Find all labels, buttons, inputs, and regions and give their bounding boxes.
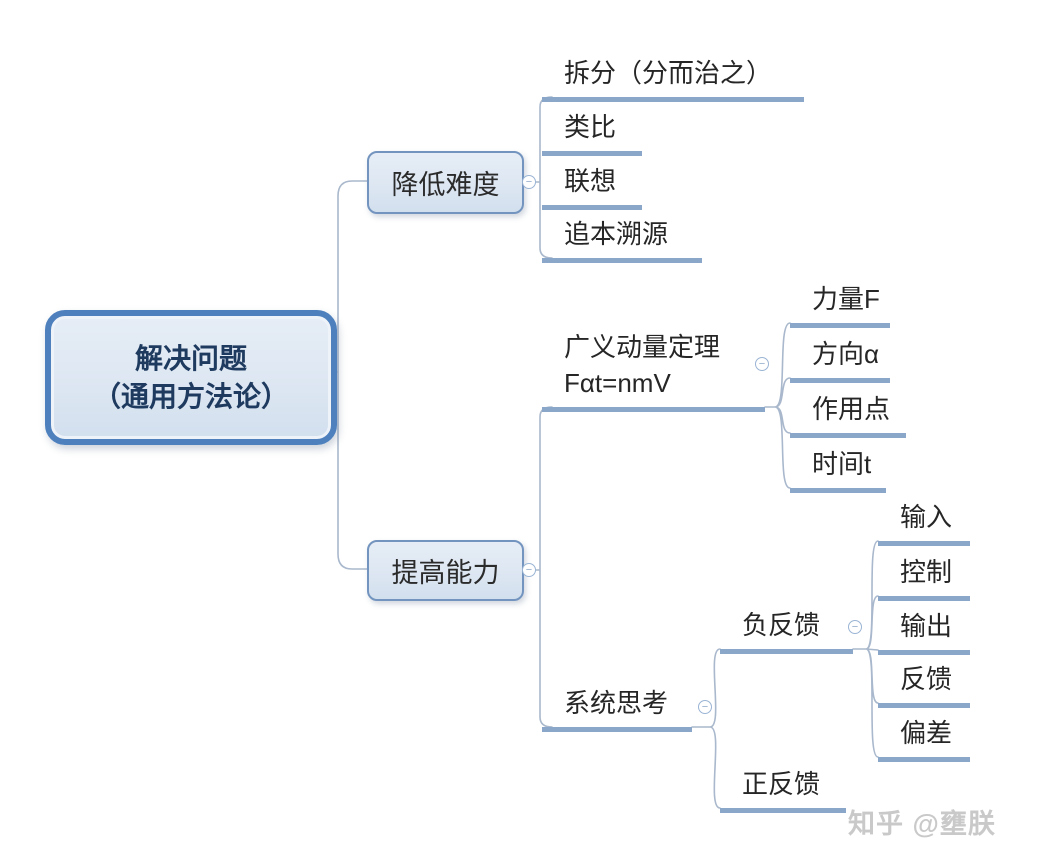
root-node[interactable]: 解决问题 （通用方法论） bbox=[45, 310, 337, 445]
node-input[interactable]: 输入 bbox=[878, 499, 970, 546]
node-force-f[interactable]: 力量F bbox=[790, 281, 890, 328]
node-association[interactable]: 联想 bbox=[542, 163, 642, 210]
node-trace-to-source[interactable]: 追本溯源 bbox=[542, 216, 702, 263]
connector-momentum-children bbox=[764, 322, 791, 489]
node-generalized-momentum-theorem[interactable]: 广义动量定理 Fαt=nmV bbox=[542, 329, 765, 412]
node-improve-ability[interactable]: 提高能力 bbox=[367, 540, 524, 601]
root-label-line2: （通用方法论） bbox=[92, 380, 289, 412]
node-systems-thinking[interactable]: 系统思考 bbox=[542, 685, 692, 732]
node-output[interactable]: 输出 bbox=[878, 608, 970, 655]
connector-negfb-children bbox=[852, 540, 879, 758]
root-label-line1: 解决问题 bbox=[134, 342, 247, 374]
node-deviation[interactable]: 偏差 bbox=[878, 715, 970, 762]
node-direction-alpha[interactable]: 方向α bbox=[790, 336, 890, 383]
node-feedback[interactable]: 反馈 bbox=[878, 661, 970, 708]
momentum-label-line1: 广义动量定理 bbox=[564, 332, 721, 362]
node-positive-feedback[interactable]: 正反馈 bbox=[720, 766, 846, 813]
node-reduce-difficulty[interactable]: 降低难度 bbox=[367, 151, 524, 214]
node-split-divide-and-conquer[interactable]: 拆分（分而治之） bbox=[542, 55, 804, 102]
node-control[interactable]: 控制 bbox=[878, 554, 970, 601]
node-application-point[interactable]: 作用点 bbox=[790, 391, 906, 438]
connector-improve-children bbox=[535, 406, 553, 728]
collapse-icon[interactable]: − bbox=[522, 563, 536, 577]
node-analogy[interactable]: 类比 bbox=[542, 109, 642, 156]
watermark: 知乎 @壅朕 bbox=[848, 809, 996, 839]
collapse-icon[interactable]: − bbox=[755, 357, 769, 371]
collapse-icon[interactable]: − bbox=[698, 700, 712, 714]
node-time-t[interactable]: 时间t bbox=[790, 446, 886, 493]
connector-system-children bbox=[691, 648, 721, 809]
node-negative-feedback[interactable]: 负反馈 bbox=[720, 607, 853, 654]
collapse-icon[interactable]: − bbox=[522, 175, 536, 189]
momentum-label-line2: Fαt=nmV bbox=[564, 368, 671, 398]
collapse-icon[interactable]: − bbox=[848, 620, 862, 634]
